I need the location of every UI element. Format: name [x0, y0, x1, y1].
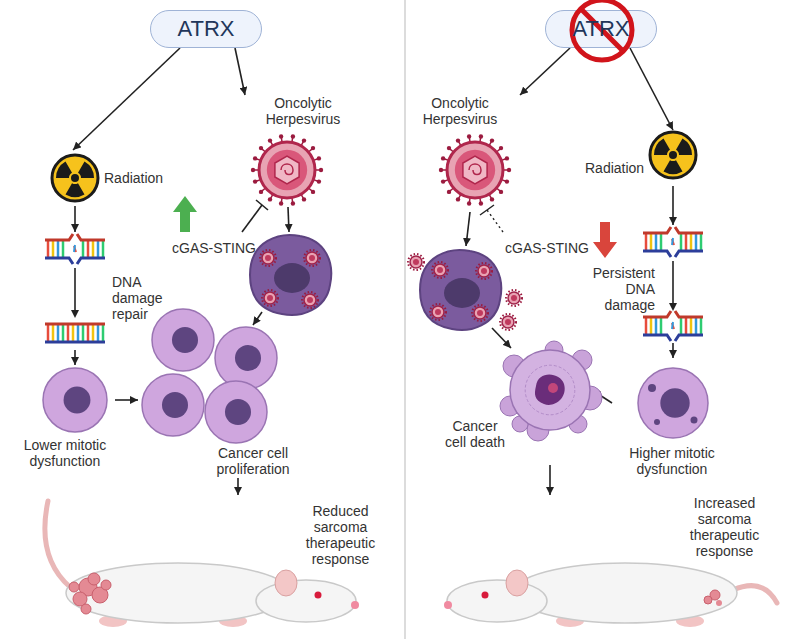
gene-name: ATRX: [572, 18, 629, 40]
flow-arrow: [74, 206, 76, 232]
flow-arrow: [630, 48, 673, 130]
radiation-icon: Radiation: [585, 130, 700, 186]
inhibition-line-dotted: [480, 205, 503, 232]
label-wrap: Cancer cell proliferation: [208, 445, 298, 477]
label-wrap: cGAS-STING: [505, 240, 589, 256]
arrow: [288, 207, 289, 232]
flow-arrow: [115, 399, 138, 401]
label-wrap: Lower mitotic dysfunction: [15, 437, 115, 469]
gene-box-knockout: ATRX: [545, 10, 657, 48]
node-label: Persistent DNA damage: [575, 265, 655, 313]
mitotic-cell: Higher mitotic dysfunction: [612, 358, 732, 483]
flow-arrow: [549, 465, 551, 495]
dying-cell: Cancer cell death: [440, 330, 592, 465]
label-wrap: Increased sarcoma therapeutic response: [677, 495, 772, 559]
mitotic-cell: Lower mitotic dysfunction: [15, 365, 115, 475]
flow-arrow: [74, 350, 76, 365]
flow-arrow: [237, 478, 239, 495]
pathway-label: cGAS-STING: [505, 240, 589, 256]
label-wrap: Radiation: [585, 160, 649, 176]
flow-arrow: [520, 48, 570, 95]
flow-arrow: [73, 48, 180, 150]
node-label: Higher mitotic dysfunction: [612, 445, 732, 477]
node-label: Increased sarcoma therapeutic response: [677, 495, 772, 559]
panel-divider: [404, 0, 406, 639]
label-wrap: ATRX: [546, 11, 656, 47]
gene-name: ATRX: [177, 18, 234, 40]
radiation-icon: Radiation: [48, 150, 173, 206]
node-label: Lower mitotic dysfunction: [15, 437, 115, 469]
up-arrow: [173, 196, 197, 232]
mouse-response: Increased sarcoma therapeutic response: [415, 495, 785, 635]
label-wrap: Reduced sarcoma therapeutic response: [293, 503, 388, 567]
arrow: [253, 312, 262, 325]
label-wrap: Persistent DNA damage: [575, 265, 655, 313]
node-label: Radiation: [585, 160, 649, 176]
gene-box: ATRX: [150, 10, 262, 48]
inhibition-line: [242, 200, 268, 232]
node-label: Radiation: [104, 170, 172, 186]
label-wrap: DNA damage repair: [112, 274, 190, 322]
oncolytic-virus: Oncolytic Herpesvirus: [410, 95, 530, 210]
mouse-response: Reduced sarcoma therapeutic response: [18, 495, 388, 635]
flow-arrow: [672, 186, 674, 225]
node-label: Reduced sarcoma therapeutic response: [293, 503, 388, 567]
pathway-label: cGAS-STING: [172, 240, 256, 256]
label-wrap: ATRX: [151, 11, 261, 47]
node-label: DNA damage repair: [112, 274, 190, 322]
label-wrap: Radiation: [104, 170, 172, 186]
label-wrap: cGAS-STING: [172, 240, 256, 256]
radiation-icon-art: [585, 130, 700, 186]
infected-cell-lysing: [408, 250, 522, 330]
arrow: [466, 212, 470, 246]
dna-damage: Persistent DNA damage: [575, 225, 710, 343]
arrow: [492, 328, 511, 348]
node-label: Oncolytic Herpesvirus: [261, 95, 345, 127]
label-wrap: Cancer cell death: [440, 418, 510, 450]
flow-arrow: [235, 48, 245, 95]
oncolytic-virus: Oncolytic Herpesvirus: [235, 95, 345, 207]
down-arrow: [593, 222, 617, 258]
label-wrap: Higher mitotic dysfunction: [612, 445, 732, 477]
label-wrap: Oncolytic Herpesvirus: [410, 95, 510, 127]
flow-arrow: [672, 343, 674, 358]
node-label: Cancer cell proliferation: [208, 445, 298, 477]
label-wrap: Oncolytic Herpesvirus: [261, 95, 345, 127]
proliferating-cells: Cancer cell proliferation: [138, 300, 298, 478]
node-label: Oncolytic Herpesvirus: [410, 95, 510, 127]
node-label: Cancer cell death: [440, 418, 510, 450]
infected-cell: [250, 235, 331, 315]
